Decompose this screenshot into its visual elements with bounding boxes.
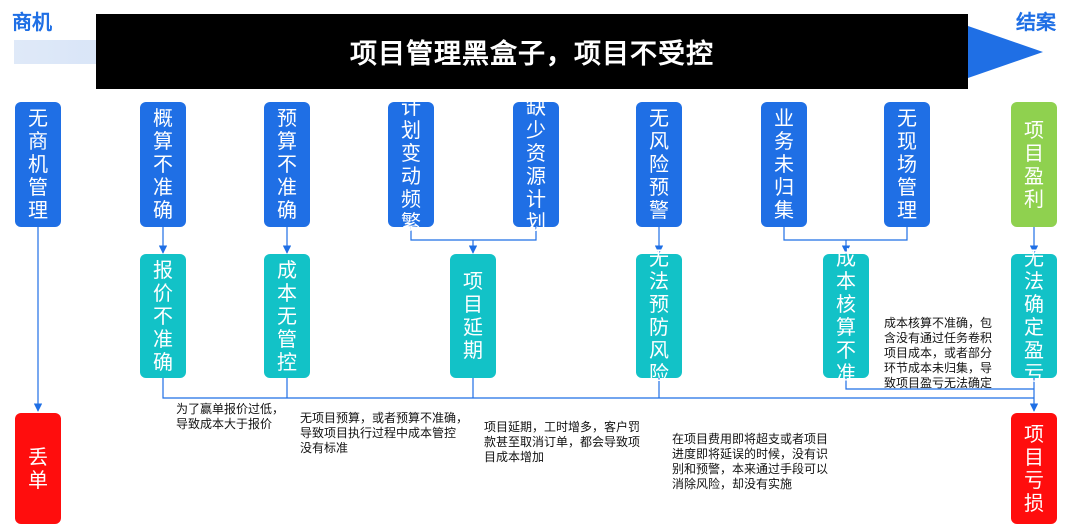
node-cannot-determine-pnl: 无法确定盈亏 bbox=[1011, 247, 1057, 385]
node-no-site-management: 无现场管理 bbox=[884, 102, 930, 227]
connector-plan-delay bbox=[410, 227, 537, 241]
node-cost-accounting-inaccurate: 成本核算不准 bbox=[823, 247, 869, 385]
node-no-opportunity-management: 无商机管理 bbox=[15, 102, 61, 227]
node-no-risk-warning: 无风险预警 bbox=[636, 102, 682, 227]
note-accounting: 成本核算不准确，包 含没有通过任务卷积 项目成本，或者部分 环节成本未归集，导 … bbox=[884, 316, 993, 390]
node-project-delay: 项目延期 bbox=[450, 254, 496, 378]
node-business-not-collected: 业务未归集 bbox=[761, 102, 807, 227]
node-no-resource-plan: 缺少资源计划 bbox=[513, 95, 559, 233]
node-cannot-prevent-risk: 无法预防风险 bbox=[636, 247, 682, 385]
timeline-arrowhead bbox=[968, 26, 1043, 78]
node-plan-changes-frequent: 计划变动频繁 bbox=[388, 95, 434, 233]
note-delay: 项目延期，工时增多，客户罚 款甚至取消订单，都会导致项 目成本增加 bbox=[484, 420, 641, 464]
node-lost-order: 丢单 bbox=[15, 413, 61, 524]
start-label: 商机 bbox=[12, 10, 52, 34]
node-project-loss: 项目亏损 bbox=[1011, 413, 1057, 524]
connector-quote-loss bbox=[162, 378, 1034, 399]
node-project-profit: 项目盈利 bbox=[1011, 102, 1057, 227]
node-quote-inaccurate: 报价不准确 bbox=[140, 254, 186, 378]
node-cost-unmanaged: 成本无管控 bbox=[264, 254, 310, 378]
node-estimate-inaccurate: 概算不准确 bbox=[140, 102, 186, 227]
note-risk: 在项目费用即将超支或者项目 进度即将延误的时候，没有识 别和预警，本来通过手段可… bbox=[672, 432, 829, 491]
connector-accounting-loss bbox=[845, 378, 1034, 390]
note-quote: 为了赢单报价过低， 导致成本大于报价 bbox=[176, 402, 285, 431]
connector-business-accounting bbox=[783, 227, 908, 241]
end-label: 结案 bbox=[1016, 10, 1056, 34]
note-budget: 无项目预算，或者预算不准确， 导致项目执行过程中成本管控 没有标准 bbox=[300, 411, 469, 455]
banner-title: 项目管理黑盒子，项目不受控 bbox=[96, 14, 968, 89]
node-budget-inaccurate: 预算不准确 bbox=[264, 102, 310, 227]
